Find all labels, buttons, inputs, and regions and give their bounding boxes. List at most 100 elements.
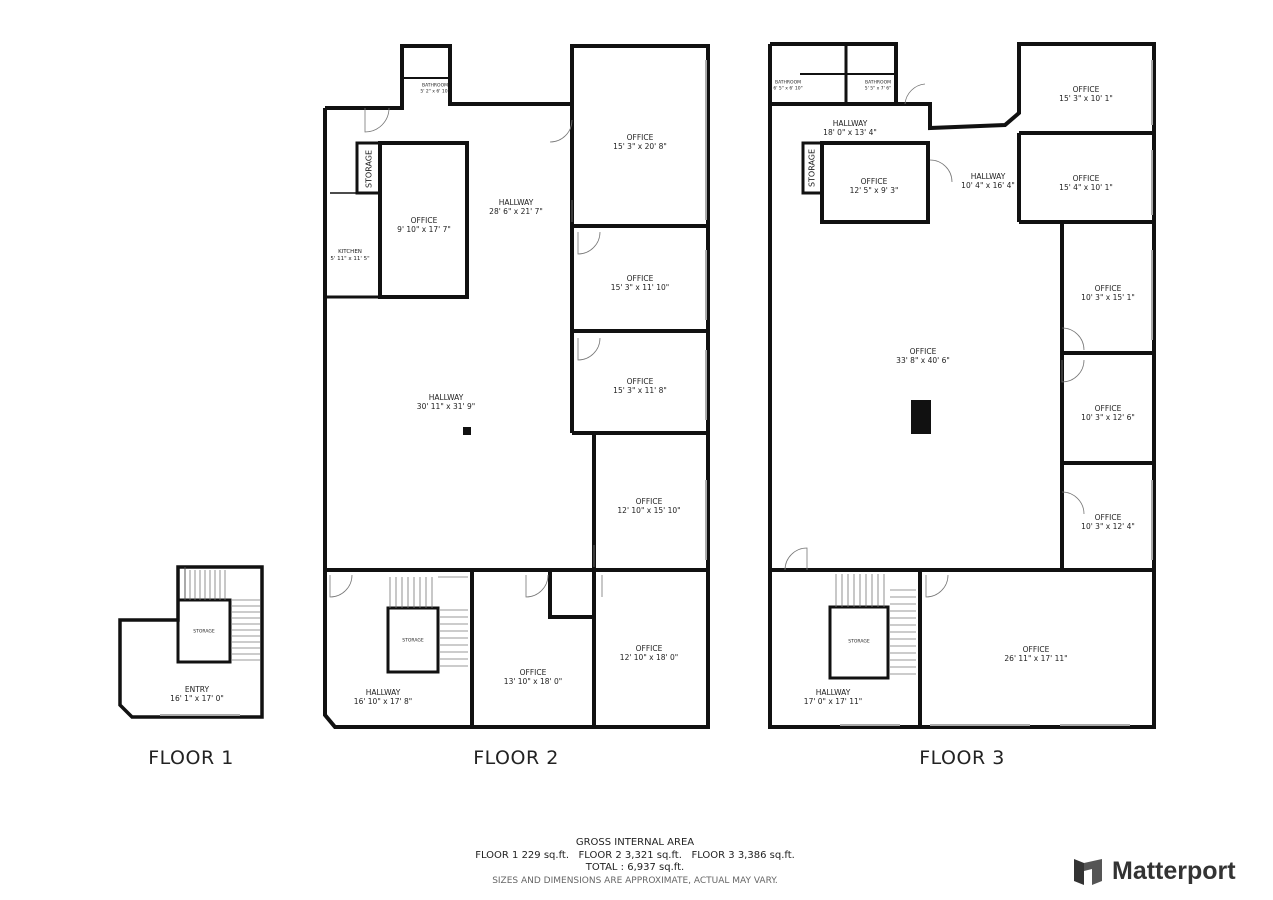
- brand-name: Matterport: [1112, 856, 1236, 885]
- room-name: BATHROOM: [774, 80, 802, 86]
- area-summary: GROSS INTERNAL AREA FLOOR 1 229 sq.ft. F…: [475, 837, 795, 887]
- room-label: STORAGE: [402, 638, 423, 644]
- room-name: STORAGE: [402, 638, 424, 644]
- room-name: KITCHEN: [338, 249, 362, 255]
- room-name: HALLWAY: [365, 688, 401, 697]
- floor-3-stairs: [784, 83, 1085, 675]
- area-heading: GROSS INTERNAL AREA: [575, 837, 695, 848]
- room-label: STORAGE: [365, 150, 374, 188]
- room-name: OFFICE: [626, 377, 654, 386]
- room-name: STORAGE: [193, 629, 215, 635]
- floor-2-stairs: [329, 107, 603, 667]
- room-dims: 28' 6" x 21' 7": [489, 207, 543, 216]
- room-name: HALLWAY: [970, 172, 1006, 181]
- column: [911, 400, 931, 434]
- room-dims: 15' 3" x 10' 1": [1059, 94, 1113, 103]
- room-dims: 26' 11" x 17' 11": [1004, 654, 1068, 663]
- room-dims: 9' 10" x 17' 7": [397, 225, 451, 234]
- room-dims: 5' 5" x 7' 6": [864, 86, 892, 91]
- room-dims: 10' 3" x 15' 1": [1081, 293, 1135, 302]
- room-name: HALLWAY: [815, 688, 851, 697]
- room-label: STORAGE: [193, 629, 214, 635]
- room-dims: 12' 5" x 9' 3": [849, 186, 899, 195]
- room-name: OFFICE: [909, 347, 937, 356]
- room-dims: 13' 10" x 18' 0": [503, 677, 563, 686]
- room-dims: 12' 10" x 15' 10": [617, 506, 681, 515]
- floor-3-title: FLOOR 3: [919, 747, 1005, 769]
- room-name: OFFICE: [519, 668, 547, 677]
- matterport-icon: [1074, 859, 1102, 885]
- room-name: OFFICE: [1094, 404, 1122, 413]
- room-label: STORAGE: [848, 639, 869, 645]
- room-name: HALLWAY: [428, 393, 464, 402]
- room-dims: 15' 3" x 20' 8": [613, 142, 667, 151]
- room-name: BATHROOM: [421, 83, 449, 89]
- room-name: OFFICE: [1072, 85, 1100, 94]
- room-dims: 16' 1" x 17' 0": [170, 694, 224, 703]
- room-dims: 5' 11" x 11' 5": [330, 256, 370, 262]
- room-dims: 15' 4" x 10' 1": [1059, 183, 1113, 192]
- room-dims: 30' 11" x 31' 9": [416, 402, 476, 411]
- room-name: STORAGE: [848, 639, 870, 645]
- room-name: OFFICE: [635, 644, 663, 653]
- room-name: OFFICE: [626, 133, 654, 142]
- matterport-logo: Matterport: [1072, 855, 1236, 887]
- room-name: OFFICE: [1094, 284, 1122, 293]
- room-dims: 10' 3" x 12' 4": [1081, 522, 1135, 531]
- room-name: OFFICE: [1094, 513, 1122, 522]
- room-name: BATHROOM: [864, 80, 892, 86]
- room-name: OFFICE: [410, 216, 438, 225]
- room-dims: 15' 3" x 11' 8": [613, 386, 667, 395]
- room-name: STORAGE: [807, 148, 817, 188]
- floor-3-walls: [768, 42, 1156, 729]
- floor-2-title: FLOOR 2: [473, 747, 559, 769]
- room-label: STORAGE: [808, 149, 817, 187]
- room-name: OFFICE: [635, 497, 663, 506]
- room-name: HALLWAY: [498, 198, 534, 207]
- floor-1-stairs: [189, 570, 260, 661]
- windows: [160, 60, 1153, 726]
- floor-1-walls: [118, 565, 264, 719]
- column: [463, 427, 471, 435]
- room-dims: 17' 0" x 17' 11": [803, 697, 863, 706]
- room-name: STORAGE: [364, 149, 374, 189]
- room-dims: 5' 2" x 6' 10": [420, 89, 450, 94]
- disclaimer: SIZES AND DIMENSIONS ARE APPROXIMATE, AC…: [492, 875, 778, 886]
- room-dims: 10' 4" x 16' 4": [961, 181, 1015, 190]
- room-name: OFFICE: [626, 274, 654, 283]
- room-name: OFFICE: [860, 177, 888, 186]
- room-dims: 16' 10" x 17' 8": [353, 697, 413, 706]
- room-dims: 33' 8" x 40' 6": [896, 356, 950, 365]
- floor-2-walls: [323, 44, 710, 729]
- room-name: OFFICE: [1072, 174, 1100, 183]
- room-dims: 10' 3" x 12' 6": [1081, 413, 1135, 422]
- area-total: TOTAL : 6,937 sq.ft.: [585, 862, 685, 873]
- room-dims: 15' 3" x 11' 10": [610, 283, 670, 292]
- floor-1-title: FLOOR 1: [148, 747, 234, 769]
